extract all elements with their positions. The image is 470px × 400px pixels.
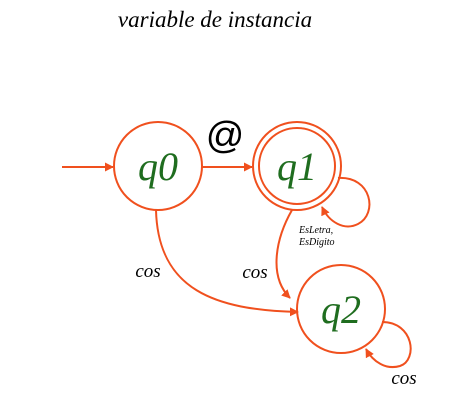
state-q2-circle bbox=[296, 264, 386, 354]
edge-q0-q2 bbox=[155, 209, 299, 317]
edge-q2-self bbox=[365, 321, 412, 368]
edge-q1-self-label-line2: EsDigito bbox=[298, 237, 335, 248]
state-q1-label: q1 bbox=[277, 144, 317, 189]
state-q2-label: q2 bbox=[321, 287, 361, 332]
state-q1-outer-circle bbox=[252, 121, 342, 211]
edge-q0-q2-label: cos bbox=[135, 261, 160, 282]
state-q0-label: q0 bbox=[138, 144, 178, 189]
state-q1-inner-circle bbox=[258, 127, 336, 205]
edge-q1-q2 bbox=[275, 209, 293, 299]
diagram-title: variable de instancia bbox=[118, 7, 312, 32]
state-q1: q1 bbox=[252, 121, 342, 211]
edge-q1-self-label-line1: EsLetra, bbox=[298, 225, 333, 236]
edge-q0-q1-label: @ bbox=[206, 115, 245, 157]
edge-q1-q2-label: cos bbox=[242, 262, 267, 283]
edge-q2-self-label: cos bbox=[391, 368, 416, 389]
state-q2: q2 bbox=[296, 264, 386, 354]
state-q0: q0 bbox=[113, 121, 203, 211]
edge-q1-self bbox=[321, 176, 371, 228]
